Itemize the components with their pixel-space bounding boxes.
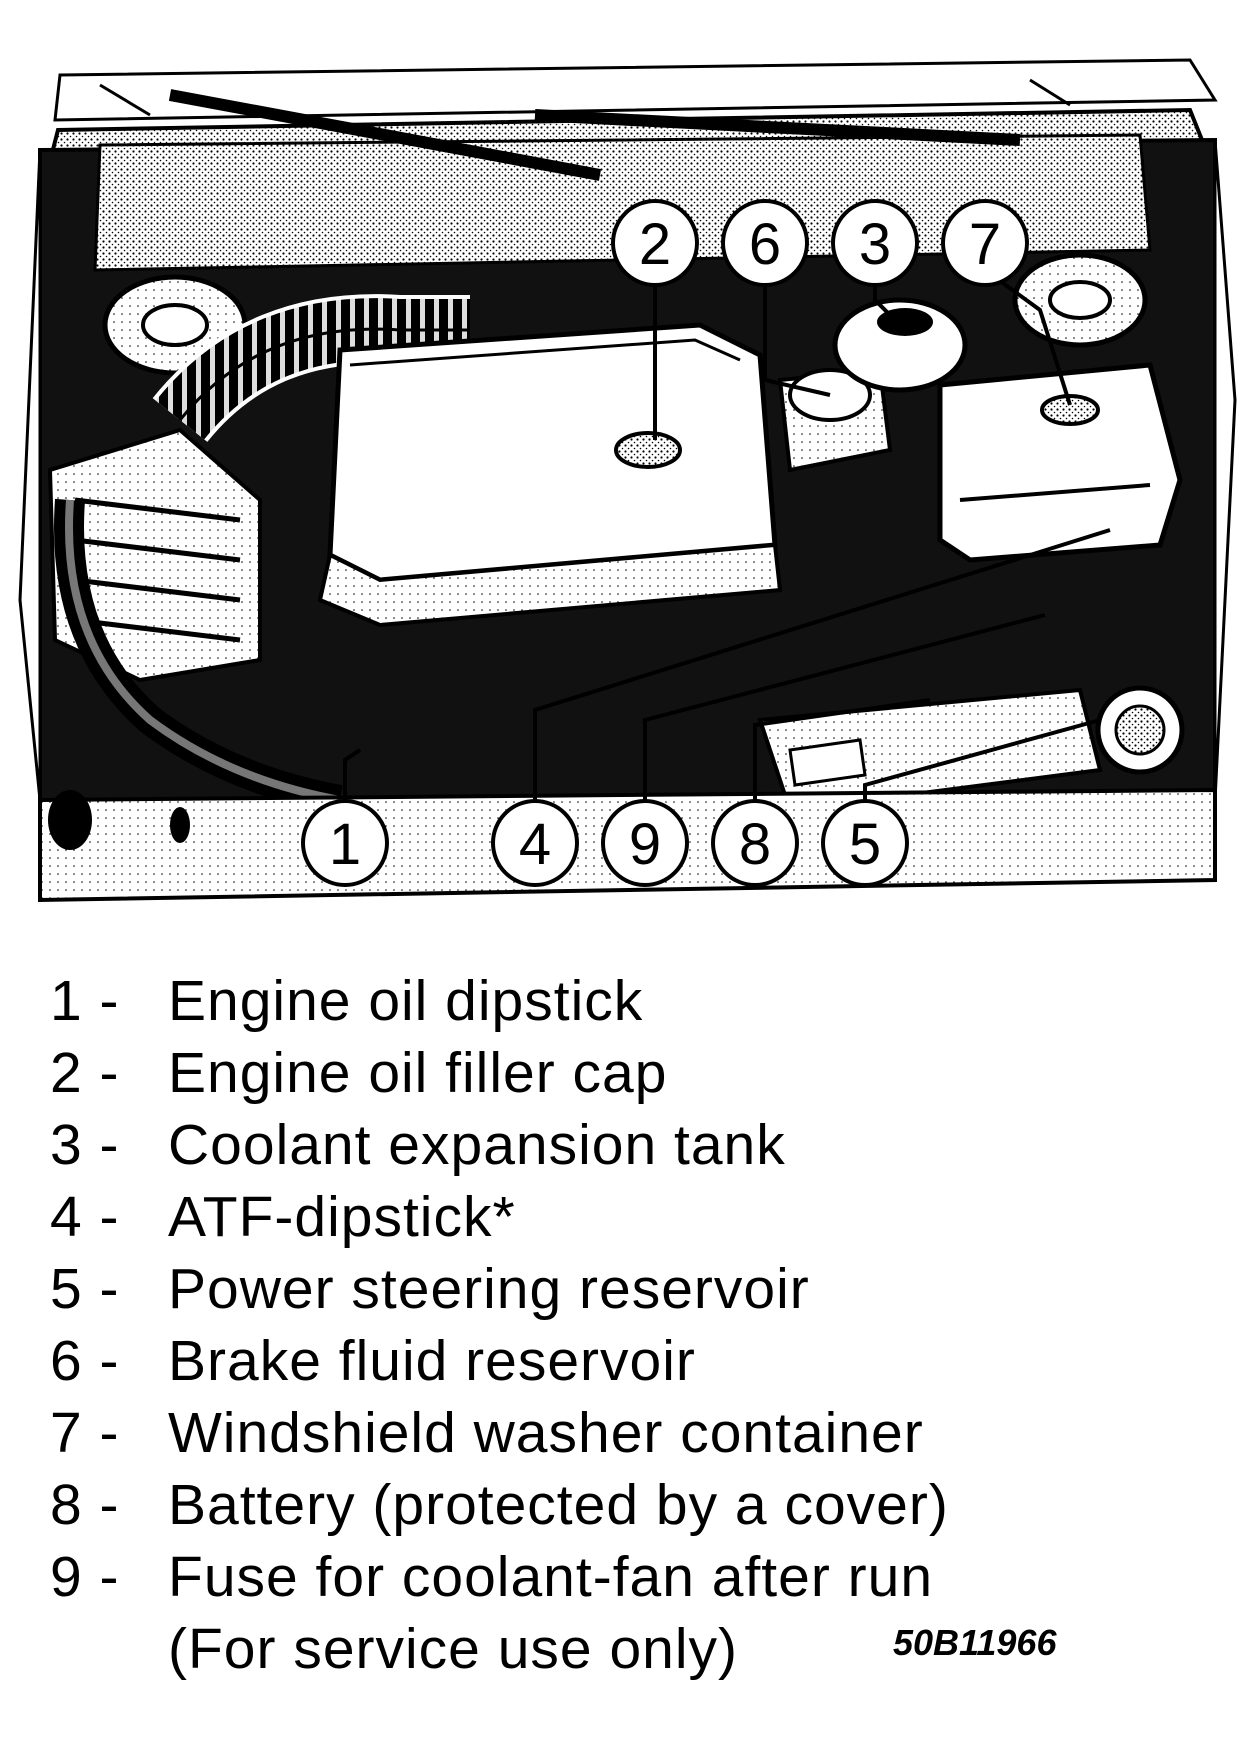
- air-filter-box: [47, 427, 262, 683]
- legend-item: 5 - Power steering reservoir: [50, 1256, 1200, 1328]
- callout-2-number: 2: [639, 212, 671, 277]
- coolant-expansion-tank: [832, 297, 968, 393]
- power-steering-reservoir: [1095, 685, 1185, 775]
- legend-item-number: 9 -: [50, 1545, 120, 1609]
- legend-item-number: 2 -: [50, 1041, 120, 1105]
- legend-item-label: Coolant expansion tank: [168, 1113, 786, 1177]
- legend-item-label: Brake fluid reservoir: [168, 1329, 696, 1393]
- legend-item: 6 - Brake fluid reservoir: [50, 1328, 1200, 1400]
- callout-7-number: 7: [969, 212, 1001, 277]
- legend-item: 4 - ATF-dipstick*: [50, 1184, 1200, 1256]
- callout-2: 2: [611, 199, 699, 287]
- callout-8-number: 8: [739, 812, 771, 877]
- legend-item-number: 6 -: [50, 1329, 120, 1393]
- callout-6: 6: [721, 199, 809, 287]
- callout-4-number: 4: [519, 812, 551, 877]
- battery-cover: [757, 687, 1103, 813]
- legend-item: 2 - Engine oil filler cap: [50, 1040, 1200, 1112]
- legend-item-number: 7 -: [50, 1401, 120, 1465]
- legend-item-label: Fuse for coolant-fan after run: [168, 1545, 934, 1609]
- callout-7: 7: [941, 199, 1029, 287]
- legend-item-number: 3 -: [50, 1113, 120, 1177]
- legend-item: 8 - Battery (protected by a cover): [50, 1472, 1200, 1544]
- callout-5: 5: [821, 799, 909, 887]
- radiator-hose: [54, 498, 343, 815]
- legend: 1 - Engine oil dipstick 2 - Engine oil f…: [50, 968, 1200, 1688]
- callout-3: 3: [831, 199, 919, 287]
- legend-item-number: 8 -: [50, 1473, 120, 1537]
- legend-item-number: 1 -: [50, 969, 120, 1033]
- callout-5-number: 5: [849, 812, 881, 877]
- legend-item-label: Windshield washer container: [168, 1401, 924, 1465]
- leader-lines: [343, 268, 1111, 800]
- legend-item-number: 5 -: [50, 1257, 120, 1321]
- right-strut-tower: [1012, 252, 1148, 348]
- callout-1: 1: [301, 799, 389, 887]
- legend-item-number: 4 -: [50, 1185, 120, 1249]
- legend-item-label: Power steering reservoir: [168, 1257, 810, 1321]
- callout-6-number: 6: [749, 212, 781, 277]
- callout-4: 4: [491, 799, 579, 887]
- legend-item-label: Engine oil dipstick: [168, 969, 644, 1033]
- legend-item-label: Engine oil filler cap: [168, 1041, 668, 1105]
- legend-item-label: Battery (protected by a cover): [168, 1473, 949, 1537]
- legend-item: 7 - Windshield washer container: [50, 1400, 1200, 1472]
- callout-8: 8: [711, 799, 799, 887]
- washer-container: [937, 362, 1183, 563]
- callout-9-number: 9: [629, 812, 661, 877]
- legend-item-label: ATF-dipstick*: [168, 1185, 516, 1249]
- air-intake-hose: [152, 294, 470, 443]
- callout-3-number: 3: [859, 212, 891, 277]
- callout-1-number: 1: [329, 812, 361, 877]
- legend-item: 9 - Fuse for coolant-fan after run: [50, 1544, 1200, 1616]
- legend-item-continuation: (For service use only): [168, 1617, 738, 1681]
- engine-bay-diagram: 2 6 3 7 1 4 9 8 5: [18, 58, 1237, 903]
- callout-9: 9: [601, 799, 689, 887]
- engine-cover: [317, 322, 783, 628]
- legend-item: 3 - Coolant expansion tank: [50, 1112, 1200, 1184]
- legend-item: 1 - Engine oil dipstick: [50, 968, 1200, 1040]
- figure-code: 50B11966: [893, 1622, 1057, 1663]
